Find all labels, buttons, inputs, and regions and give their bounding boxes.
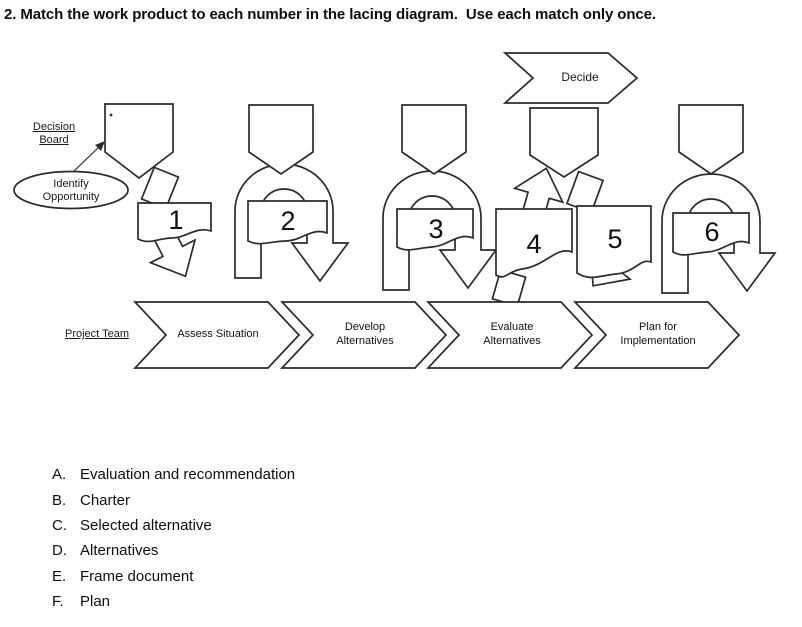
decide-chevron xyxy=(505,53,637,103)
answer-letter: B. xyxy=(52,491,67,509)
process-step-1-label: Assess Situation xyxy=(177,328,259,341)
lacing-arch-2 xyxy=(235,164,348,281)
identify-opportunity-ellipse xyxy=(14,172,128,209)
answer-text: Evaluation and recommendation xyxy=(80,466,296,484)
answer-letter: D. xyxy=(52,542,67,560)
answer-text: Frame document xyxy=(80,567,194,585)
project-team-label: Project Team xyxy=(65,328,129,340)
answer-option-b: B. Charter xyxy=(52,487,472,512)
banner-6-shape xyxy=(679,105,743,174)
answer-option-f: F. Plan xyxy=(52,589,472,614)
banner-4-shape xyxy=(530,108,598,177)
lacing-number-1: 1 xyxy=(168,204,184,235)
answer-text: Alternatives xyxy=(80,542,159,560)
answer-text: Plan xyxy=(80,593,111,611)
connector-arrowhead xyxy=(95,141,105,151)
answer-letter: F. xyxy=(52,593,64,611)
answer-letter: E. xyxy=(52,567,67,585)
process-step-4-label: Plan for Implementation xyxy=(620,321,696,347)
lacing-number-6: 6 xyxy=(704,216,720,247)
answer-letter: C. xyxy=(52,516,67,534)
process-chevron-3 xyxy=(428,302,592,368)
process-chevron-1 xyxy=(135,302,299,368)
answer-letter: A. xyxy=(52,466,67,484)
decision-board-label: Decision Board xyxy=(32,121,76,147)
process-chevron-2 xyxy=(282,302,446,368)
connector-line xyxy=(73,145,101,172)
lacing-arch-6 xyxy=(662,174,775,293)
banner-3-shape xyxy=(402,105,466,174)
document-6-shape xyxy=(673,213,749,255)
document-3-shape xyxy=(397,209,473,250)
answer-option-c: C. Selected alternative xyxy=(52,513,472,538)
answer-option-e: E. Frame document xyxy=(52,564,472,589)
dot-marker xyxy=(109,113,113,117)
lacing-number-5: 5 xyxy=(607,223,623,254)
answer-text: Selected alternative xyxy=(80,516,212,534)
process-step-2-label: Develop Alternatives xyxy=(336,321,394,347)
document-4-shape xyxy=(496,209,572,277)
answer-option-a: A. Evaluation and recommendation xyxy=(52,462,472,487)
banner-2-shape xyxy=(249,105,313,174)
identify-opportunity-label: Identify Opportunity xyxy=(42,178,100,204)
process-step-3-label: Evaluate Alternatives xyxy=(483,321,541,347)
question-title: 2. Match the work product to each number… xyxy=(4,6,656,23)
answer-text: Charter xyxy=(80,491,131,509)
lacing-diagram xyxy=(0,0,802,470)
document-1-shape xyxy=(138,203,211,241)
lacing-number-3: 3 xyxy=(428,213,444,244)
document-2-shape xyxy=(248,201,327,244)
process-chevron-4 xyxy=(575,302,739,368)
banner-1-shape xyxy=(105,104,173,178)
lacing-arch-3 xyxy=(383,171,496,290)
lacing-number-2: 2 xyxy=(280,205,296,236)
answer-options-list: A. Evaluation and recommendation B. Char… xyxy=(52,462,472,614)
lacing-number-4: 4 xyxy=(526,228,542,259)
answer-option-d: D. Alternatives xyxy=(52,538,472,563)
decide-label: Decide xyxy=(561,70,599,84)
document-5-shape xyxy=(577,206,651,277)
